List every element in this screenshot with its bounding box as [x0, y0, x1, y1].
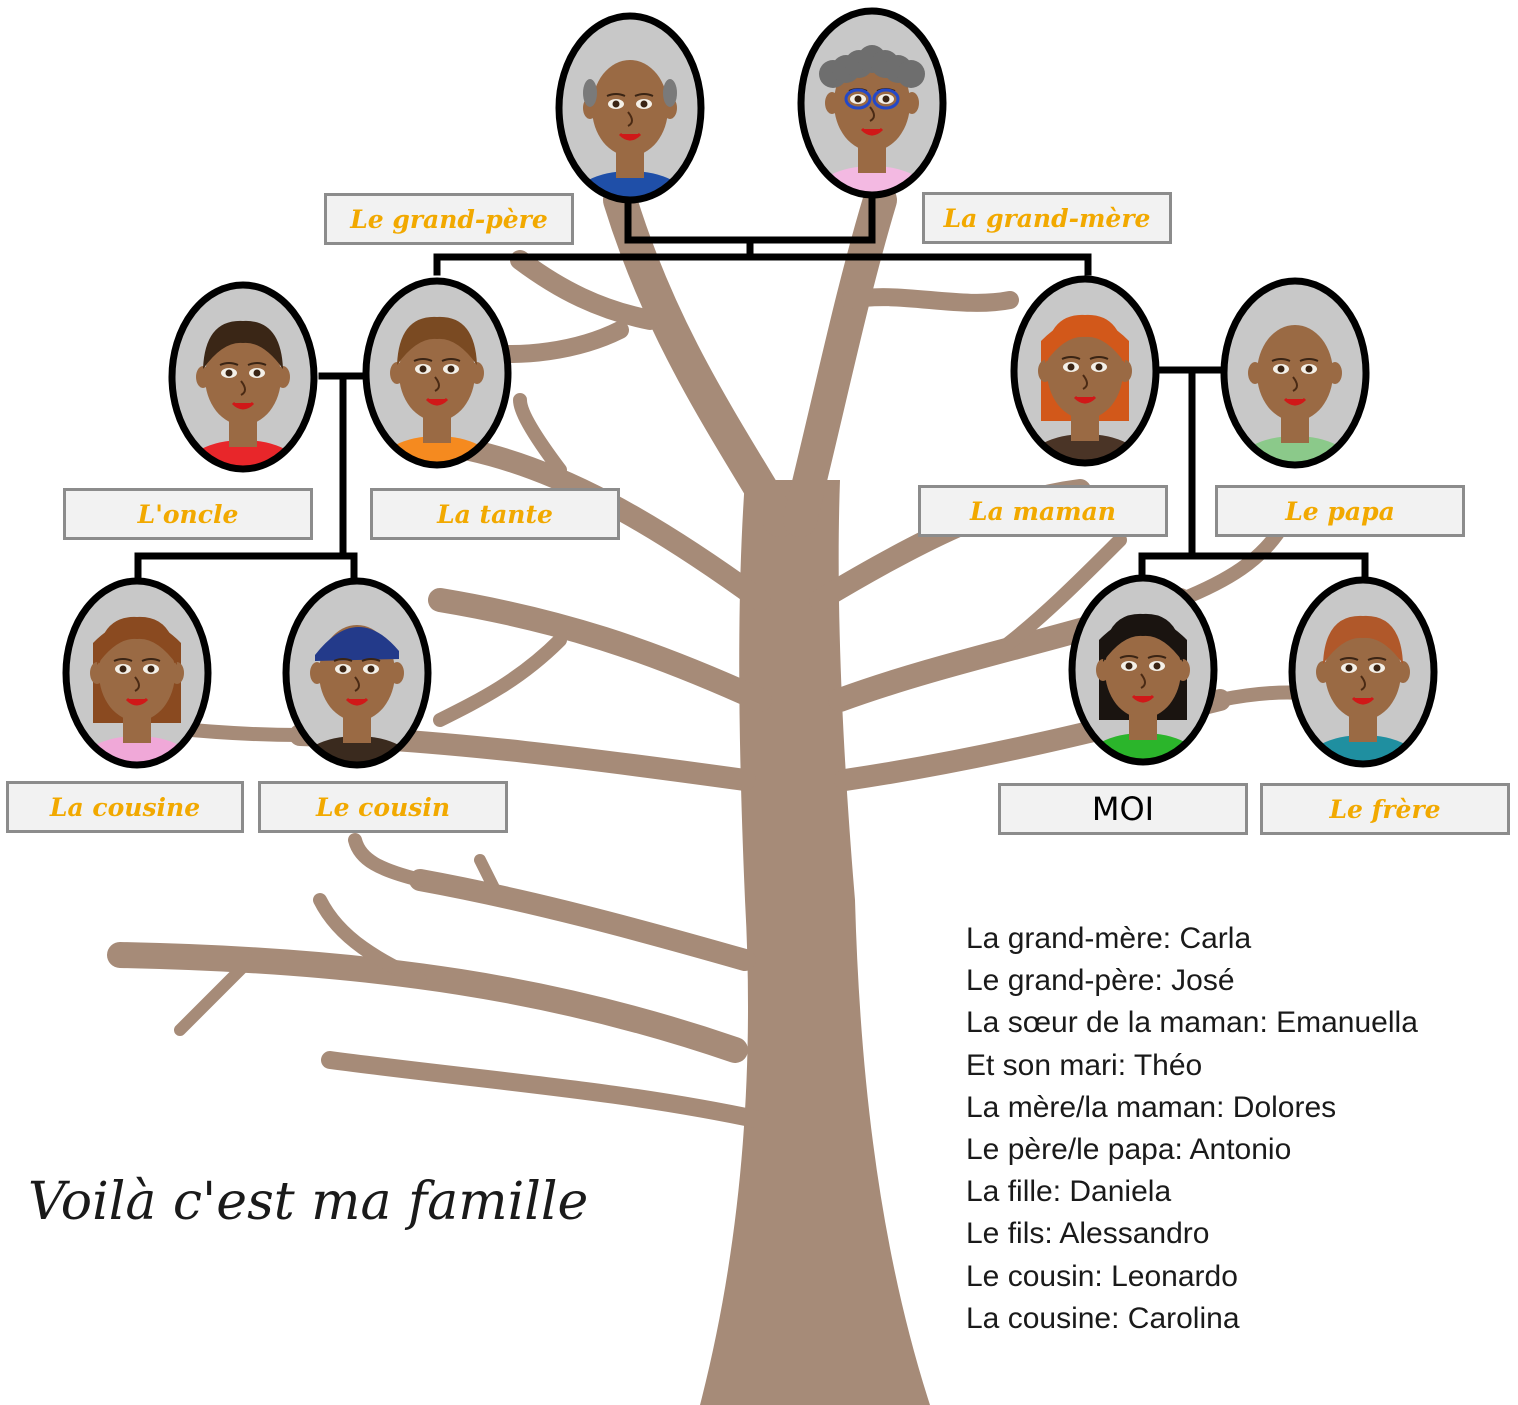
label-me: MOI [998, 783, 1248, 835]
portrait-uncle [168, 281, 318, 473]
portrait-grandma [797, 7, 947, 199]
portrait-dad [1220, 277, 1370, 469]
label-mom: La maman [918, 485, 1168, 537]
label-brother: Le frère [1260, 783, 1510, 835]
names-list-item: Le père/le papa: Antonio [966, 1133, 1292, 1167]
names-list-item: Le fils: Alessandro [966, 1217, 1210, 1251]
portrait-girl-cousin [62, 577, 212, 769]
tree-branch [603, 183, 797, 537]
names-list-item: La grand-mère: Carla [966, 922, 1252, 955]
label-dad: Le papa [1215, 485, 1465, 537]
tree-branch [474, 854, 506, 906]
label-grandma: La grand-mère [922, 192, 1172, 244]
tree-branch [174, 954, 256, 1036]
tree-branch [313, 893, 427, 987]
tree-branch [348, 833, 427, 887]
portrait-me [1068, 574, 1218, 766]
tree-branch [510, 250, 660, 330]
portrait-mom [1010, 275, 1160, 467]
connector-lines [134, 196, 1369, 582]
connector-line [1138, 552, 1369, 582]
names-list-item: La cousine: Carolina [966, 1301, 1240, 1335]
tree-branch [409, 869, 756, 971]
names-list-item: La sœur de la maman: Emanuella [966, 1006, 1418, 1040]
tree-branch [783, 183, 897, 537]
portrait-boy-cousin [282, 577, 432, 769]
label-grandpa: Le grand-père [324, 193, 574, 245]
tree-branch [841, 288, 1019, 312]
portrait-grandpa [555, 12, 705, 204]
tree-branch [107, 942, 748, 1063]
connector-line [624, 196, 876, 244]
tree-branch [993, 533, 1127, 657]
names-list-item: La fille: Daniela [966, 1175, 1172, 1209]
tree-branch [428, 588, 772, 712]
connector-line [134, 552, 358, 582]
label-girl-cousin: La cousine [6, 781, 244, 833]
tree-branch [513, 393, 567, 477]
tree-branch [433, 633, 567, 727]
names-list-item: Le grand-père: José [966, 964, 1235, 998]
portrait-aunt [362, 277, 512, 469]
portrait-brother [1288, 576, 1438, 768]
page-title: Voilà c'est ma famille [28, 1172, 589, 1232]
names-list-item: Le cousin: Leonardo [966, 1259, 1238, 1293]
names-list-item: Et son mari: Théo [966, 1048, 1203, 1082]
label-aunt: La tante [370, 488, 620, 540]
portraits [62, 7, 1438, 769]
tree-branch [1173, 523, 1287, 607]
label-boy-cousin: Le cousin [258, 781, 508, 833]
tree-trunk [700, 480, 930, 1405]
names-list-item: La mère/la maman: Dolores [966, 1090, 1337, 1124]
tree-branch [321, 1051, 769, 1129]
label-uncle: L'oncle [63, 488, 313, 540]
names-list: La grand-mère: Carla Le grand-père: José… [966, 918, 1418, 1340]
